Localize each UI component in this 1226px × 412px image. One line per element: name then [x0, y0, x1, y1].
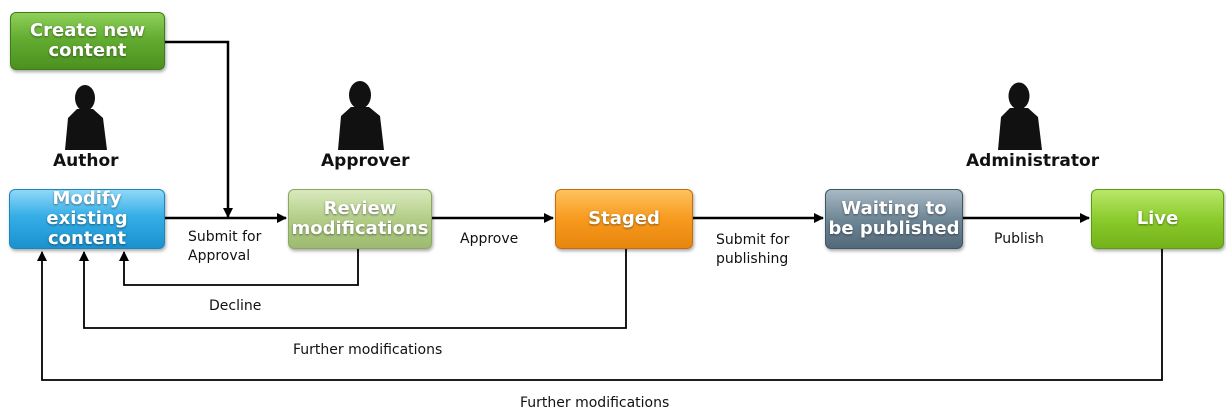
edge-label-further-modifications-staged: Further modifications — [293, 342, 443, 358]
node-live: Live — [1091, 189, 1224, 249]
node-review-modifications: Review modifications — [288, 189, 432, 249]
node-create-label: Create new content — [29, 20, 146, 61]
node-create-new-content: Create new content — [10, 12, 165, 70]
edge-label-further-modifications-live: Further modifications — [520, 395, 670, 411]
node-staged: Staged — [555, 189, 693, 249]
edge-label-approve: Approve — [460, 231, 519, 247]
arrow-create-to-review — [165, 40, 233, 218]
administrator-person-icon — [998, 82, 1042, 150]
arrow-decline — [119, 249, 359, 286]
node-waiting-to-be-published: Waiting to be published — [825, 189, 963, 249]
role-administrator: Administrator — [966, 151, 1100, 171]
edge-label-decline: Decline — [209, 298, 262, 314]
author-person-icon — [65, 85, 107, 150]
role-author: Author — [53, 151, 119, 171]
edge-label-submit-for-approval: Submit for Approval — [188, 229, 262, 264]
edge-label-submit-for-publishing: Submit for publishing — [716, 232, 790, 267]
edge-label-publish: Publish — [994, 231, 1044, 247]
node-waiting-label: Waiting to be published — [828, 198, 960, 239]
node-review-label: Review modifications — [291, 198, 429, 239]
arrow-live-further-modifications — [37, 249, 1163, 381]
node-modify-label: Modify existing content — [46, 188, 128, 249]
approver-person-icon — [338, 81, 384, 150]
node-modify-existing-content: Modify existing content — [9, 189, 165, 249]
role-approver: Approver — [321, 151, 410, 171]
node-staged-label: Staged — [588, 208, 660, 229]
arrow-staged-further-modifications — [79, 249, 627, 329]
node-live-label: Live — [1136, 208, 1179, 229]
